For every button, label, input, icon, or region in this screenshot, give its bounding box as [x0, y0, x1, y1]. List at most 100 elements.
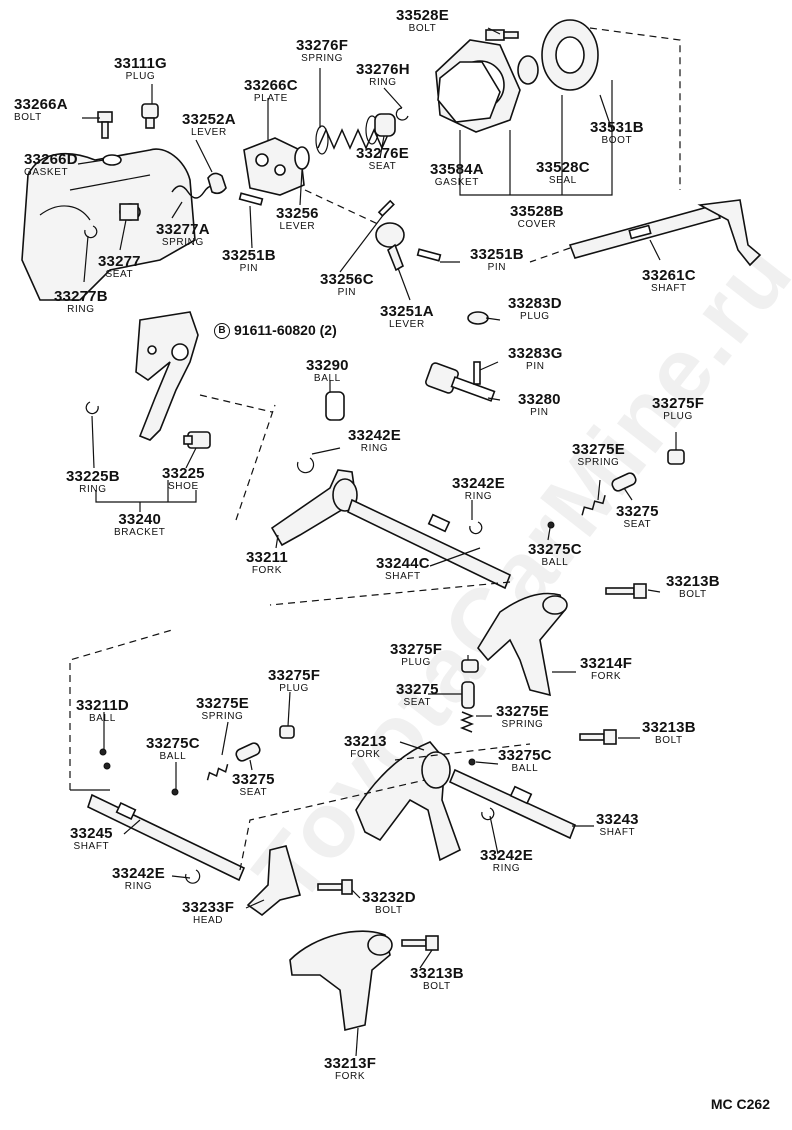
- diagram-reference-code: MC C262: [710, 1096, 770, 1112]
- spring-33275E-a-part: [581, 494, 606, 516]
- lever-33251A-part: [375, 222, 405, 272]
- seat-33275-c-part: [235, 742, 261, 762]
- ball-33275C-a-part: [547, 521, 555, 529]
- seat-33275-a-part: [611, 472, 637, 492]
- seat-33277-part: [119, 203, 141, 221]
- pin-33283G-part: [473, 361, 481, 385]
- gasket-33266D-part: [102, 154, 122, 166]
- plug-33283D-part: [467, 311, 489, 325]
- plate-33266C-part: [243, 137, 305, 196]
- bolt-33528E-part: [485, 29, 519, 41]
- fork-33213-part: [355, 741, 461, 862]
- ring-33242E-c-part: [185, 869, 201, 884]
- spring-33275E-b-part: [206, 764, 229, 781]
- fork-33211-part: [270, 469, 358, 547]
- pin-33280-part: [425, 362, 496, 402]
- plug-33111G-part: [141, 103, 159, 129]
- pin-33256C-part: [377, 199, 395, 217]
- plug-33275F-c-part: [279, 725, 295, 739]
- ball-33275C-c-part: [171, 788, 179, 796]
- shoe-33225-part: [183, 431, 211, 449]
- ring-33277B-part: [84, 225, 98, 239]
- ring-33242E-a-part: [296, 457, 315, 474]
- bolt-33266A-part: [97, 111, 113, 139]
- gasket-33584A-part: [437, 61, 501, 123]
- ball-33275C-b-part: [468, 758, 476, 766]
- shaft-33245-part: [87, 793, 246, 882]
- boot-33531B-part: [541, 19, 599, 91]
- bolt-33232D-part: [317, 879, 353, 895]
- bolt-33213B-b-part: [579, 729, 617, 745]
- bracket-33240-part: [135, 311, 199, 441]
- callout-b-icon: B: [214, 323, 230, 340]
- fork-33213F-part: [289, 930, 393, 1031]
- ring-33242E-d-part: [481, 807, 495, 821]
- plug-33275F-b-part: [461, 659, 479, 673]
- ring-33276H-part: [395, 107, 409, 121]
- lever-33256-part: [294, 146, 310, 170]
- pin-33251B-right-part: [416, 248, 442, 262]
- lever-33252A-part: [207, 172, 227, 195]
- spring-33275E-c-part: [459, 711, 475, 733]
- ball-33211D-part: [99, 748, 107, 756]
- shaft-33243-part: [448, 768, 577, 840]
- bolt-33213B-a-part: [605, 583, 647, 599]
- ball-33290-part: [325, 391, 345, 421]
- callout-text: 91611-60820 (2): [234, 322, 337, 338]
- leader-lines: [77, 27, 677, 1057]
- shaft-33244C-part: [347, 498, 512, 590]
- transmission-housing-cover: [21, 148, 196, 301]
- pin-33251B-part: [238, 192, 264, 206]
- seal-33528C-part: [517, 55, 539, 85]
